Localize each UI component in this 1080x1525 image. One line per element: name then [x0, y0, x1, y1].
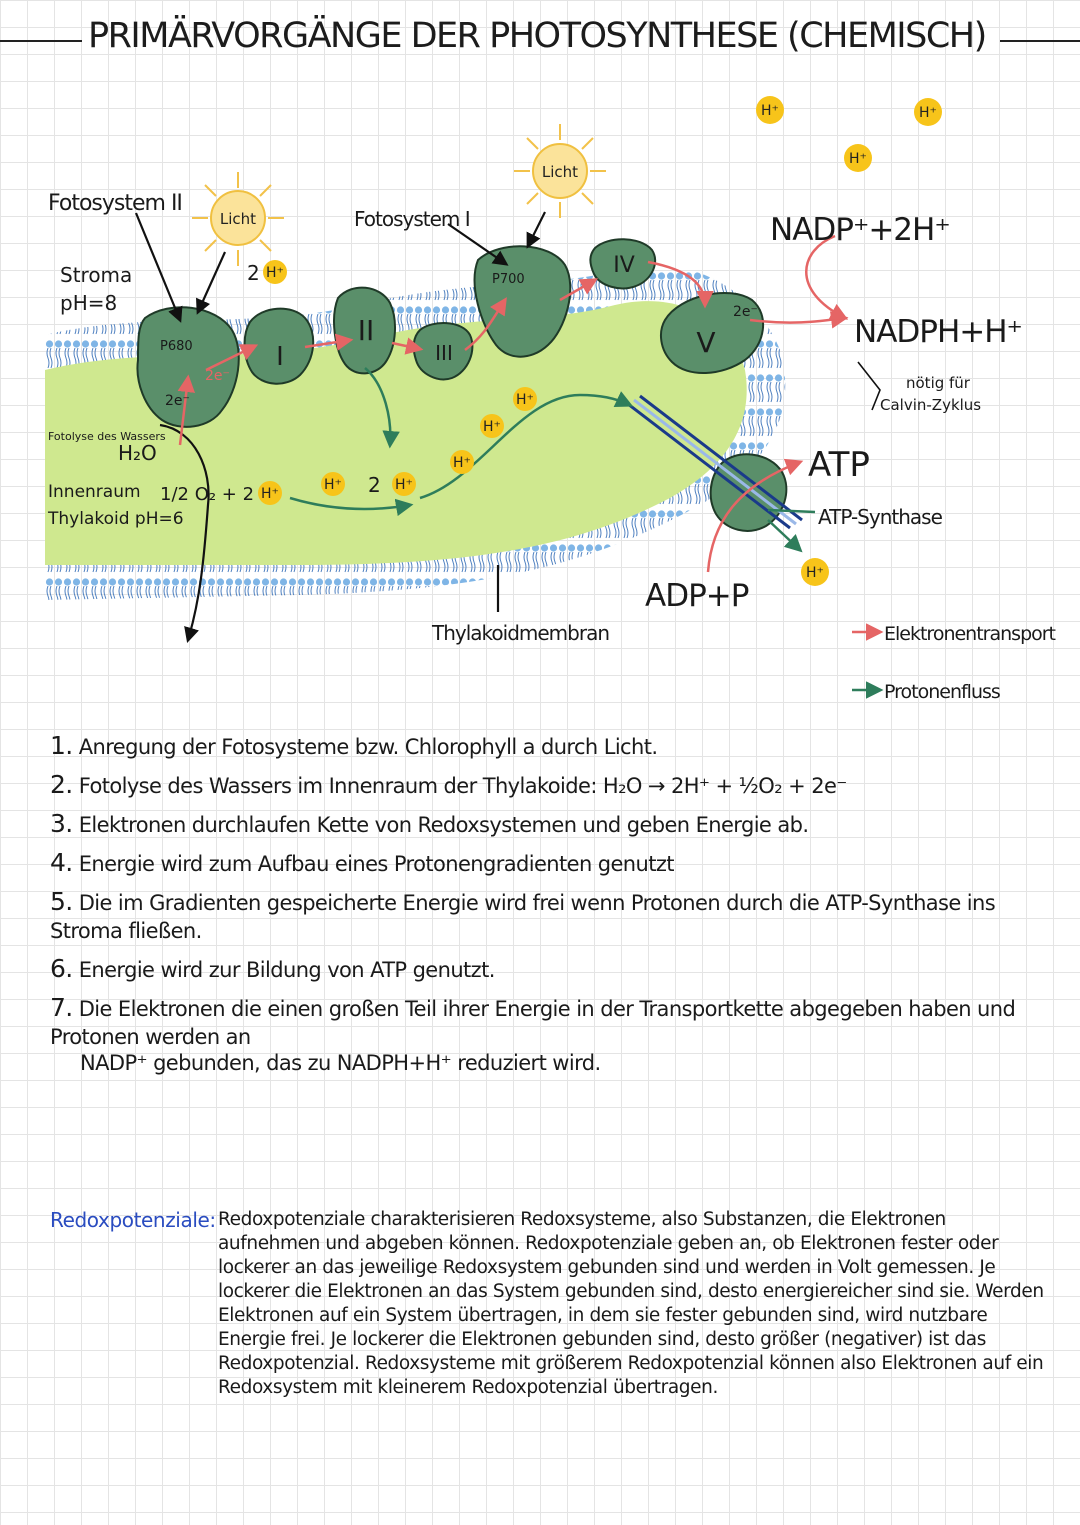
nadph-label: NADPH+H⁺ — [854, 314, 1022, 350]
list-item: 7. Die Elektronen die einen großen Teil … — [50, 993, 1016, 1076]
proton-label: H⁺ — [849, 151, 867, 167]
stroma-label: Stroma — [60, 263, 132, 287]
calvin-label-1: nötig für — [906, 374, 971, 392]
list-item: 3. Elektronen durchlaufen Kette von Redo… — [50, 809, 809, 838]
steps-list: 1. Anregung der Fotosysteme bzw. Chlorop… — [50, 732, 1060, 1087]
proton-markers — [258, 96, 942, 586]
list-item: 5. Die im Gradienten gespeicherte Energi… — [50, 887, 996, 944]
water-label: H₂O — [118, 441, 157, 465]
list-item: 4. Energie wird zum Aufbau eines Protone… — [50, 848, 675, 877]
complex-3-label: III — [435, 341, 453, 365]
atp-label: ATP — [808, 445, 870, 485]
proton-label: H⁺ — [261, 486, 279, 502]
fotolyse-label: Fotolyse des Wassers — [48, 430, 166, 443]
redox-term: Redoxpotenziale: — [50, 1208, 216, 1232]
p680-label: P680 — [160, 339, 193, 354]
legend: Elektronentransport Protonenfluss — [852, 623, 1057, 703]
proton-label: H⁺ — [266, 265, 284, 281]
licht-label-2: Licht — [542, 163, 578, 181]
title-row: PRIMÄRVORGÄNGE DER PHOTOSYNTHESE (CHEMIS… — [0, 12, 1080, 64]
proton-label: H⁺ — [919, 105, 937, 121]
complex-1-label: I — [276, 342, 284, 372]
legend-electron: Elektronentransport — [884, 623, 1056, 645]
innenraum-ph-label: Thylakoid pH=6 — [47, 509, 184, 529]
title-rule-right — [1000, 40, 1080, 42]
complex-4-shape — [589, 238, 657, 290]
complex-2-label: II — [358, 314, 375, 347]
p700-label: P700 — [492, 272, 525, 287]
adp-label: ADP+P — [645, 578, 749, 614]
fotosystem-2-label: Fotosystem II — [48, 191, 182, 216]
proton-label: H⁺ — [516, 392, 534, 408]
list-item: 6. Energie wird zur Bildung von ATP genu… — [50, 954, 495, 983]
stroma-ph-label: pH=8 — [60, 291, 117, 315]
legend-proton: Protonenfluss — [884, 681, 1000, 703]
licht-label-1: Licht — [220, 210, 256, 228]
innenraum-label: Innenraum — [48, 482, 141, 502]
nadp-label: NADP⁺+2H⁺ — [770, 212, 950, 248]
redox-body: Redoxpotenziale charakterisieren Redoxsy… — [218, 1209, 1044, 1398]
proton-label: H⁺ — [453, 455, 471, 471]
electrons-label: 2e⁻ — [733, 304, 758, 320]
complex-1-shape — [243, 307, 315, 385]
proton-label: H⁺ — [761, 103, 779, 119]
title-rule-left — [0, 40, 82, 42]
proton-label: H⁺ — [395, 477, 413, 493]
two-h-label: 2 — [247, 261, 260, 285]
sun-icon — [514, 124, 606, 218]
sun-icon — [192, 172, 284, 266]
photosynthesis-diagram: Licht Licht — [45, 96, 1057, 703]
page-title: PRIMÄRVORGÄNGE DER PHOTOSYNTHESE (CHEMIS… — [88, 16, 987, 56]
proton-label: H⁺ — [324, 477, 342, 493]
calvin-label-2: Calvin-Zyklus — [880, 396, 981, 414]
atp-synthase-label: ATP-Synthase — [818, 505, 943, 529]
list-item: 1. Anregung der Fotosysteme bzw. Chlorop… — [50, 731, 658, 760]
proton-label: H⁺ — [806, 565, 824, 581]
complex-4-label: IV — [613, 253, 635, 278]
complex-5-label: V — [696, 326, 715, 359]
photosystem-2 — [136, 306, 240, 428]
electrons-label: 2e⁻ — [205, 368, 230, 384]
fotosystem-1-label: Fotosystem I — [354, 207, 470, 231]
thylakoidmembran-label: Thylakoidmembran — [431, 621, 609, 645]
electrons-label: 2e⁻ — [165, 393, 190, 409]
two-h-label: 2 — [368, 473, 381, 497]
proton-label: H⁺ — [483, 419, 501, 435]
list-item: 2. Fotolyse des Wassers im Innenraum der… — [50, 770, 847, 799]
oxygen-label: 1/2 O₂ + 2 — [160, 484, 254, 505]
complex-5-shape — [659, 292, 765, 374]
